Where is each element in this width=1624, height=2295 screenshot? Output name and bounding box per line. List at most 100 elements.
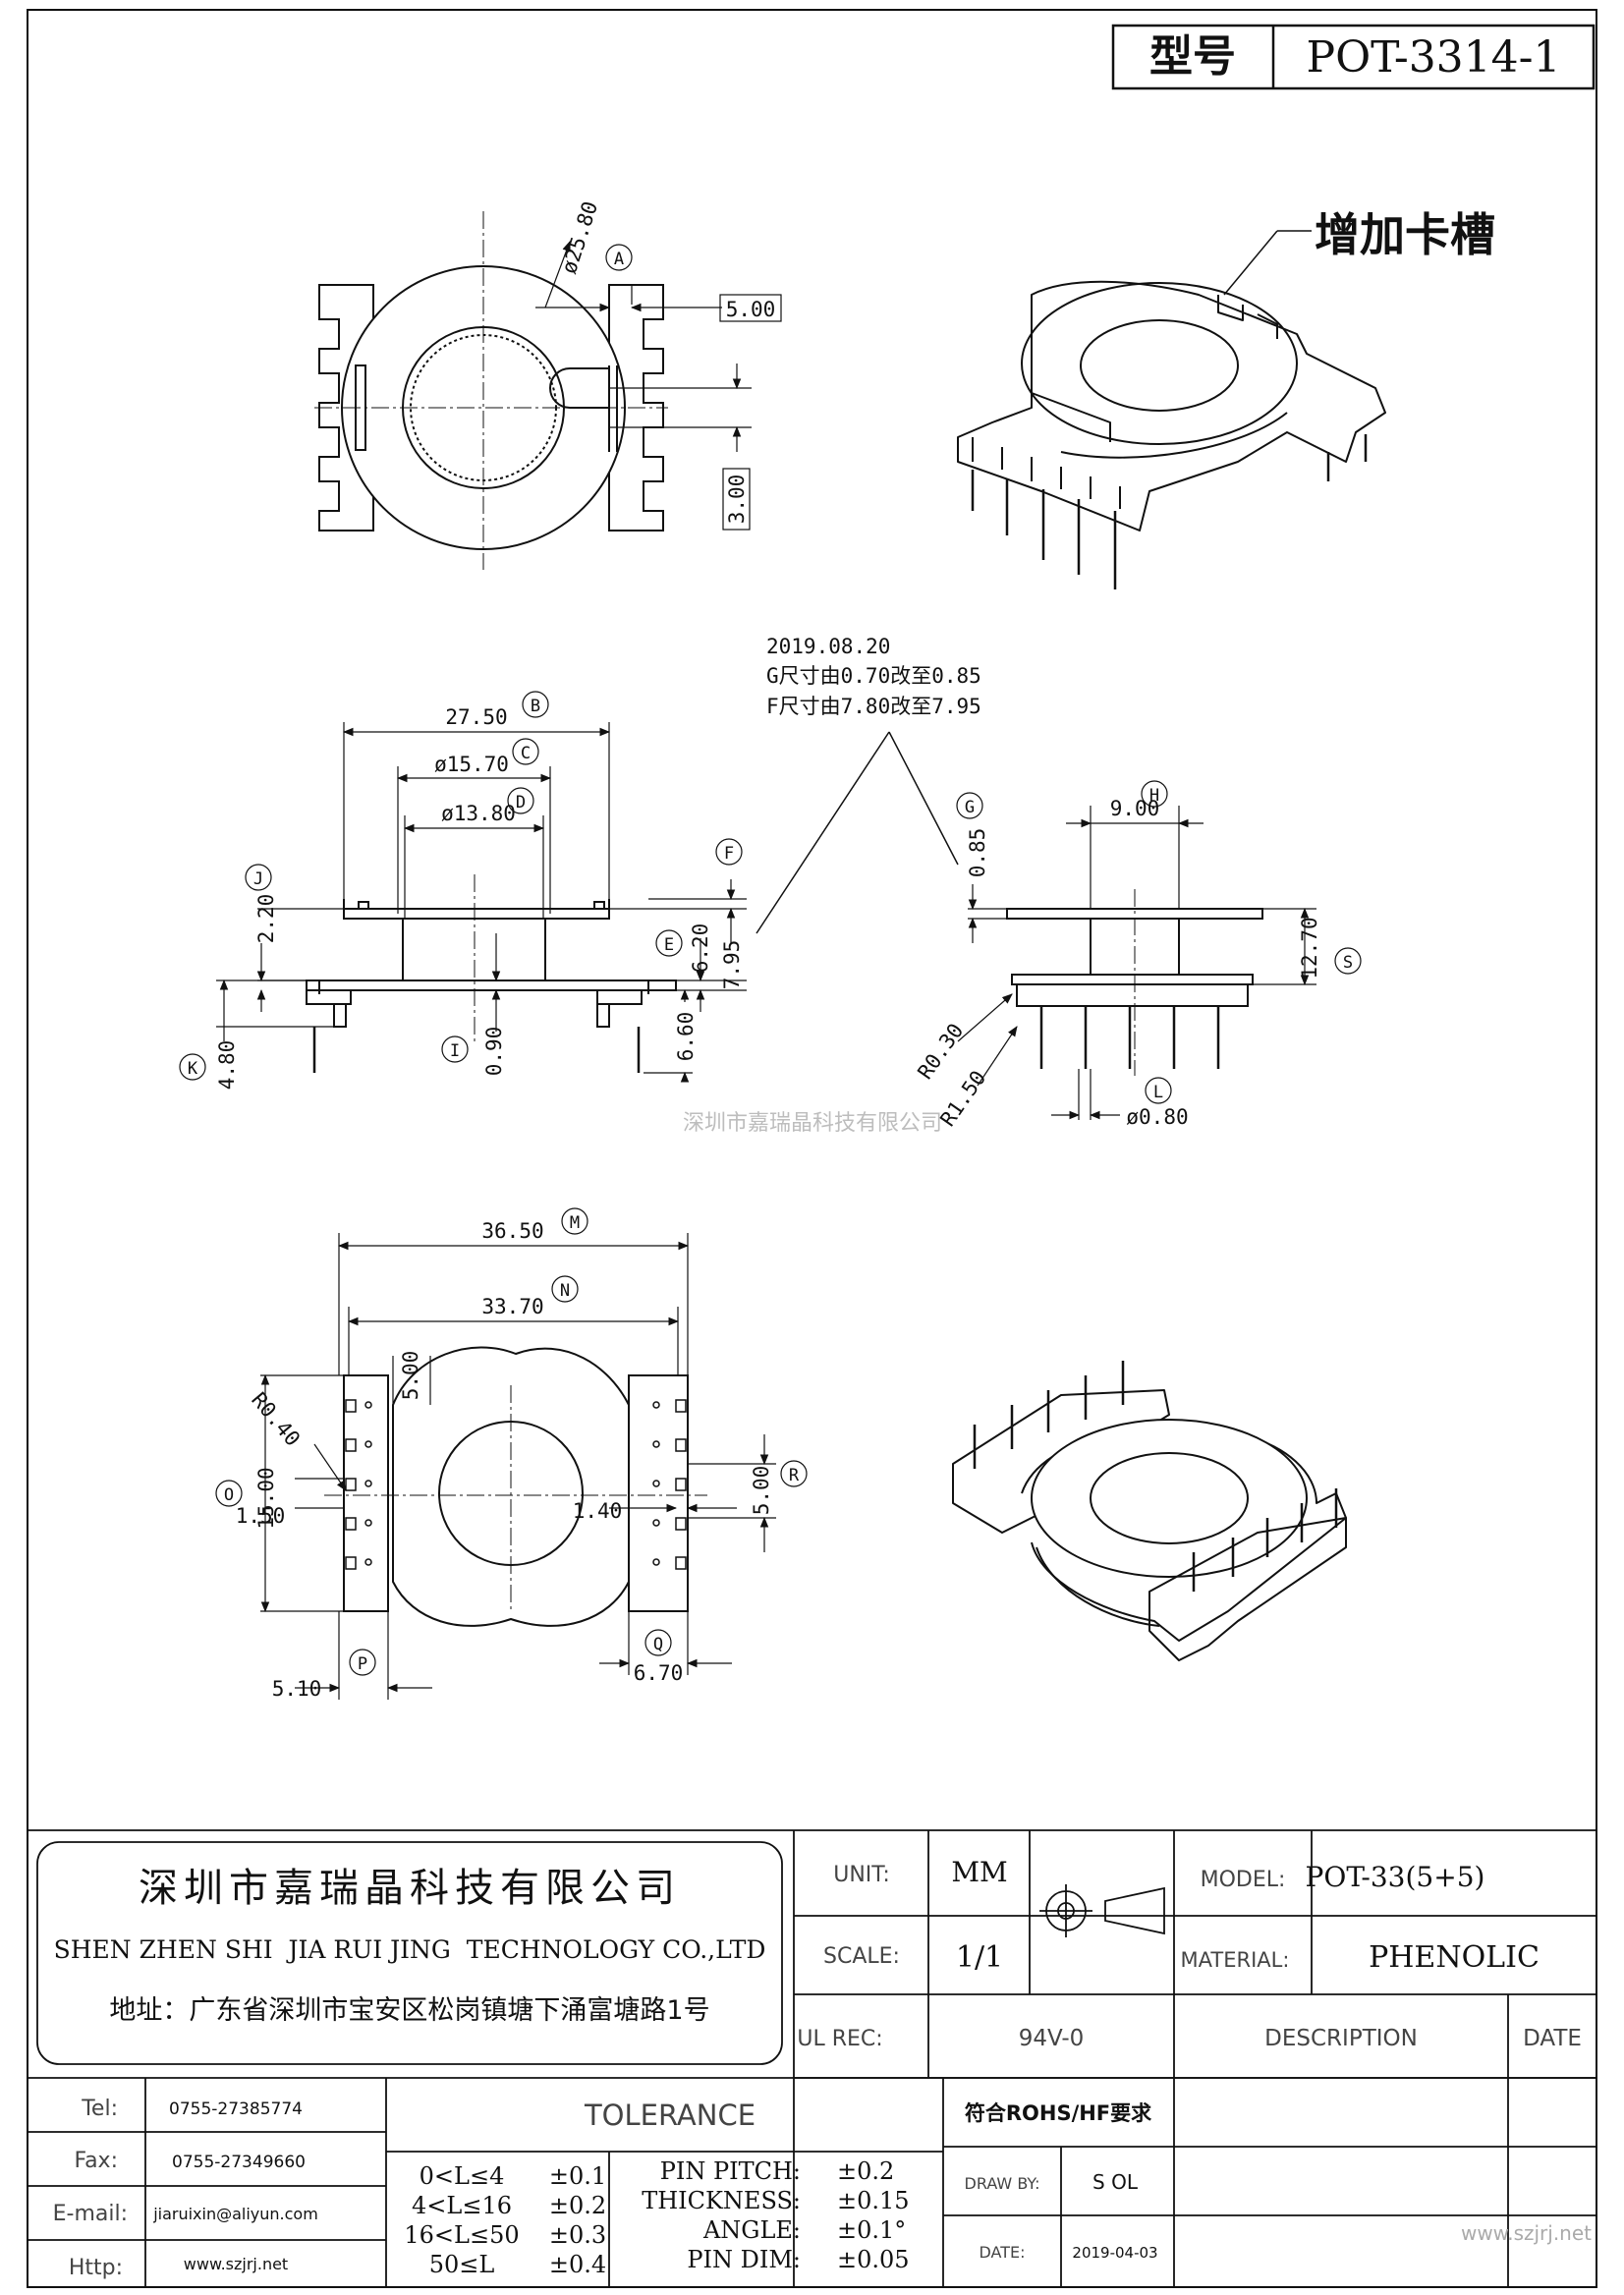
dim-tag-a: A [614,250,624,269]
tolerance-title: TOLERANCE [584,2099,756,2132]
model-value: POT-33(5+5) [1306,1861,1485,1893]
watermark: 深圳市嘉瑞晶科技有限公司 [683,1111,942,1136]
dim-tag-e: E [664,935,674,955]
email-value: jiaruixin@aliyun.com [152,2205,318,2223]
revision-f: F尺寸由7.80改至7.95 [766,695,981,718]
revision-note: 2019.08.20 G尺寸由0.70改至0.85 F尺寸由7.80改至7.95 [756,635,981,934]
dim-tag-f: F [724,844,734,864]
title-block [28,1829,1596,2287]
dim-r1-50: R1.50 [935,1066,990,1131]
dim-tag-h: H [1149,786,1159,806]
dim-tag-j: J [253,869,263,889]
tolerance-value-2: ±0.2 [549,2192,606,2219]
dim-1-50: 1.50 [236,1504,286,1528]
dim-tag-s: S [1343,953,1353,973]
dim-0-90: 0.90 [482,1027,506,1077]
tel-label: Tel: [81,2097,118,2121]
tolerance-value-1: ±0.1 [549,2162,606,2190]
http-value: www.szjrj.net [184,2255,288,2273]
model-header-value: POT-3314-1 [1306,32,1560,83]
dim-5-10: 5.10 [272,1677,322,1701]
iso-view-bottom [952,1361,1347,1661]
dim-diameter-13-80: ø13.80 [441,802,516,825]
dim-tag-g: G [965,798,975,817]
side-view-right-dims [957,806,1316,1120]
fax-label: Fax: [74,2149,118,2173]
scale-value: 1/1 [956,1940,1003,1975]
http-label: Http: [69,2256,123,2280]
tolerance-table: 0<L≤4 ±0.1 PIN PITCH: ±0.2 4<L≤16 ±0.2 T… [404,2157,909,2278]
dim-5-00-plan: 5.00 [726,298,776,321]
dim-15-00: 15.00 [254,1467,278,1529]
description-label: DESCRIPTION [1264,2026,1418,2051]
model-header-label: 型号 [1149,31,1236,82]
rohs-note: 符合ROHS/HF要求 [965,2101,1151,2125]
dim-r0-30: R0.30 [913,1019,968,1084]
draw-by-label: DRAW BY: [965,2174,1040,2193]
dim-6-70: 6.70 [634,1661,684,1685]
tolerance-value-3: ±0.3 [549,2221,606,2249]
dim-tag-b: B [531,697,540,716]
tolerance-value-4: ±0.4 [549,2251,606,2278]
ul-label: UL REC: [797,2027,882,2051]
unit-label: UNIT: [833,1863,889,1887]
dim-3-00-plan: 3.00 [725,475,749,525]
tolerance-name-2: THICKNESS: [642,2187,801,2214]
dim-tag-m: M [570,1213,580,1233]
date2-value: 2019-04-03 [1072,2244,1157,2262]
dim-diameter-15-70: ø15.70 [434,753,509,776]
tolerance-name-4: PIN DIM: [687,2246,801,2273]
sheet-border [27,9,1597,2288]
dim-tag-i: I [450,1041,460,1061]
iso-view-top [957,230,1386,589]
tel-value: 0755-27385774 [169,2099,303,2119]
dim-2-20: 2.20 [254,894,278,944]
dim-36-50: 36.50 [481,1219,543,1243]
tolerance-range-2: 4<L≤16 [412,2192,512,2219]
dim-1-40: 1.40 [573,1499,623,1523]
dim-tag-l: L [1153,1083,1163,1102]
dim-0-85: 0.85 [966,828,989,878]
dim-7-95: 7.95 [720,940,744,990]
dim-6-20: 6.20 [689,924,712,974]
dim-5-00-right: 5.00 [750,1466,773,1516]
note-slot: 增加卡槽 [1315,208,1495,261]
dim-4-80: 4.80 [215,1040,239,1091]
dim-33-70: 33.70 [481,1295,543,1318]
tolerance-range-3: 16<L≤50 [404,2221,519,2249]
dim-tag-d: D [516,793,526,812]
dim-tag-r: R [789,1466,800,1485]
dim-6-60: 6.60 [674,1012,698,1062]
dim-9-00: 9.00 [1110,797,1160,820]
model-label: MODEL: [1201,1868,1286,1892]
date-label: DATE [1523,2026,1582,2051]
draw-by-value: S OL [1092,2170,1139,2194]
model-header: 型号 POT-3314-1 [1111,24,1596,90]
bottom-plan-dims [260,1233,776,1700]
scale-label: SCALE: [823,1944,900,1969]
tolerance-spec-3: ±0.1° [837,2216,906,2244]
tolerance-spec-2: ±0.15 [837,2187,910,2214]
dim-tag-n: N [560,1281,570,1301]
dim-tag-o: O [224,1485,234,1505]
tolerance-range-4: 50≤L [429,2251,495,2278]
side-view-front-dims [216,722,747,1083]
tolerance-name-1: PIN PITCH: [660,2157,801,2185]
dim-12-70: 12.70 [1298,917,1321,979]
tolerance-spec-4: ±0.05 [837,2246,910,2273]
tolerance-name-3: ANGLE: [702,2216,801,2244]
dim-diameter-0-80: ø0.80 [1126,1105,1188,1129]
revision-date: 2019.08.20 [766,635,890,658]
dim-tag-k: K [188,1059,198,1079]
fax-value: 0755-27349660 [172,2153,306,2172]
company-address: 地址：广东省深圳市宝安区松岗镇塘下涌富塘路1号 [109,1995,709,2026]
dim-tag-q: Q [653,1635,663,1654]
dim-tag-c: C [521,744,531,763]
side-view-right [1006,908,1263,1069]
material-label: MATERIAL: [1181,1948,1290,1972]
site-footer: www.szjrj.net [1461,2221,1592,2245]
dim-27-50: 27.50 [445,705,507,729]
plan-dimensions [535,240,782,531]
revision-g: G尺寸由0.70改至0.85 [766,664,981,688]
